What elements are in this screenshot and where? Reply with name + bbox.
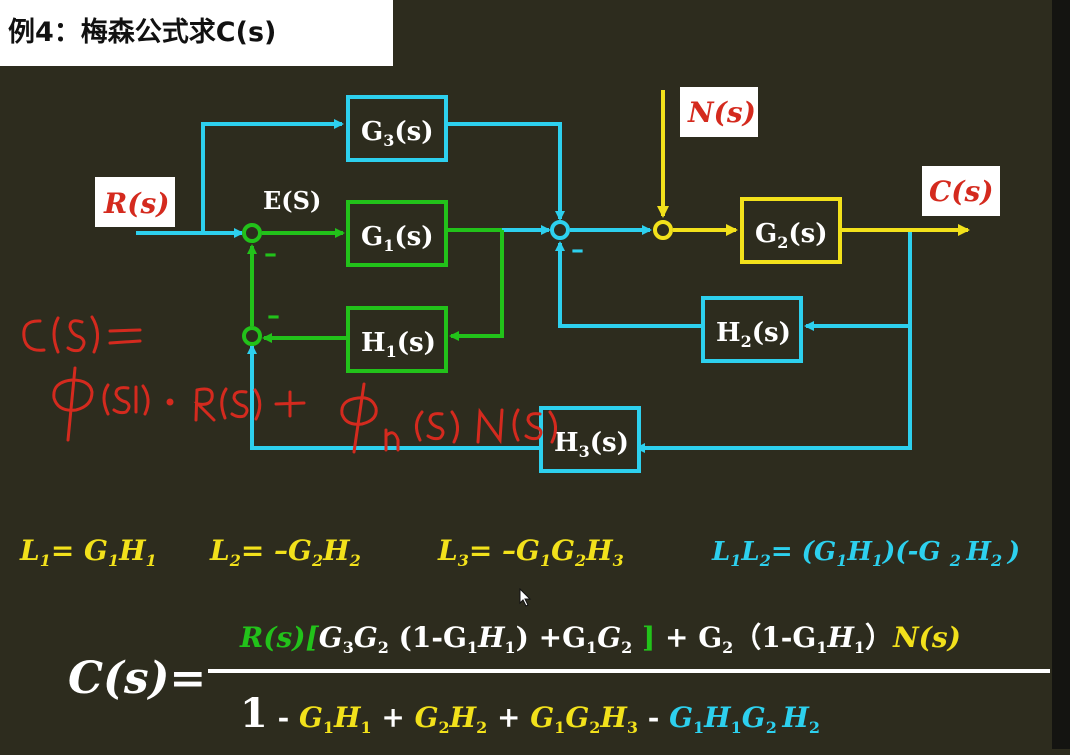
- svg-text:H1(s): H1(s): [361, 328, 436, 361]
- block-g3: G3(s): [346, 95, 448, 162]
- svg-text:H3(s): H3(s): [554, 428, 629, 461]
- block-h2: H2(s): [701, 296, 803, 363]
- loop-gains: L1= G1H1 L2= –G2H2 L3= –G1G2H3 L1L2= (G1…: [19, 534, 1020, 570]
- output-label: C(s): [922, 166, 1000, 216]
- formula-lhs: C(s)=: [68, 653, 206, 704]
- slide: 例4：梅森公式求C(s): [0, 0, 1050, 737]
- loop-l1: L1= G1H1: [19, 534, 157, 570]
- svg-text:H2(s): H2(s): [716, 318, 791, 351]
- yellow-signal-lines: [657, 90, 970, 236]
- error-label: E(S): [263, 186, 321, 215]
- block-h3: H3(s): [539, 406, 641, 473]
- block-g1: G1(s): [346, 200, 448, 267]
- svg-text:G1(s): G1(s): [361, 222, 434, 255]
- minus-sign-2: –: [267, 301, 280, 331]
- loop-l2: L2= –G2H2: [209, 534, 361, 570]
- summing-junction-3: [550, 220, 570, 240]
- disturbance-label: N(s): [680, 87, 758, 137]
- slide-title: 例4：梅森公式求C(s): [0, 0, 393, 66]
- summing-junction-4: [653, 220, 673, 240]
- svg-text:C(s): C(s): [929, 175, 994, 208]
- summing-junction-1: [242, 223, 262, 243]
- mason-formula: C(s)= R(s)[G3G2 (1-G1H1) +G1G2 ] + G2（1-…: [68, 621, 1050, 737]
- svg-text:N(s): N(s): [687, 96, 756, 129]
- input-label: R(s): [95, 177, 175, 227]
- formula-denominator: 1 - G1H1 + G2H2 + G1G2H3 - G1H1G2 H2: [240, 690, 820, 737]
- formula-numerator: R(s)[G3G2 (1-G1H1) +G1G2 ] + G2（1-G1H1）N…: [239, 621, 961, 657]
- handwritten-annotation: [22, 315, 557, 454]
- block-h1: H1(s): [346, 306, 448, 373]
- summing-junction-2: [242, 326, 262, 346]
- cyan-signal-lines: [136, 119, 912, 453]
- green-signal-lines: [247, 228, 504, 343]
- window-edge: [1052, 0, 1070, 749]
- svg-text:G3(s): G3(s): [361, 117, 434, 150]
- svg-text:R(s): R(s): [103, 187, 170, 220]
- minus-sign-3: –: [571, 235, 584, 265]
- block-g2: G2(s): [740, 197, 842, 264]
- svg-text:G2(s): G2(s): [755, 219, 828, 252]
- loop-l1l2: L1L2= (G1H1)(-G 2 H2 ): [711, 537, 1020, 570]
- loop-l3: L3= –G1G2H3: [437, 534, 624, 570]
- mouse-cursor-icon: [519, 588, 532, 607]
- block-diagram: – – – G3(s) G1(s) G2(s) H1(s) H2(s) H3(s…: [22, 87, 1000, 473]
- minus-sign-1: –: [264, 239, 277, 269]
